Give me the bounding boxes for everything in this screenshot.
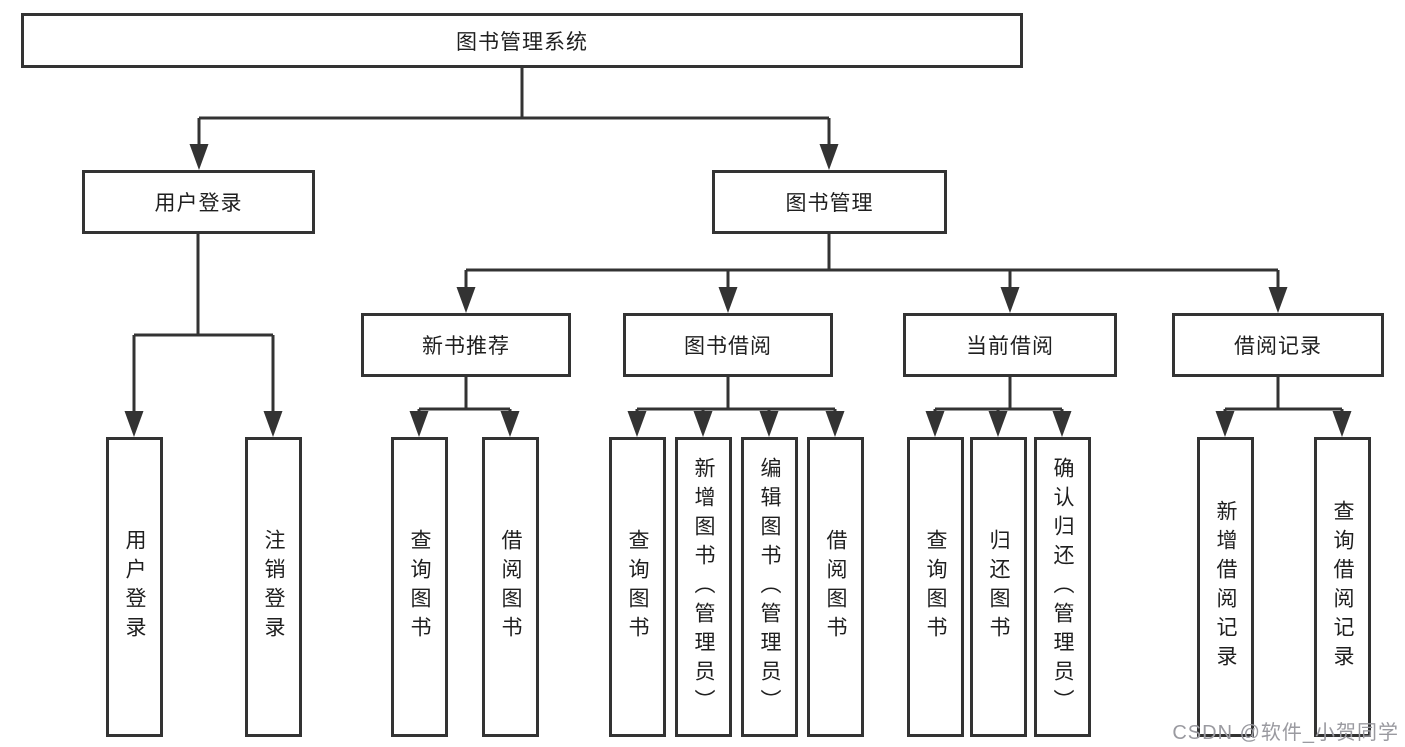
node-label: 查询图书 — [626, 529, 649, 645]
node-label: 新书推荐 — [422, 335, 510, 358]
node-label: 借阅记录 — [1234, 335, 1322, 358]
node-borrow-books-borrowing: 借阅图书 — [807, 437, 864, 737]
node-query-books-current: 查询图书 — [907, 437, 964, 737]
node-label: 借阅图书 — [824, 529, 847, 645]
node-user-login-leaf: 用户登录 — [106, 437, 163, 737]
node-label: 查询图书 — [924, 529, 947, 645]
node-label: 新增图书（管理员） — [692, 456, 715, 718]
node-confirm-return-admin: 确认归还（管理员） — [1034, 437, 1091, 737]
node-label: 查询借阅记录 — [1331, 500, 1354, 674]
node-current-borrowing: 当前借阅 — [903, 313, 1117, 377]
node-query-borrow-record: 查询借阅记录 — [1314, 437, 1371, 737]
node-label: 借阅图书 — [499, 529, 522, 645]
node-label: 用户登录 — [123, 529, 146, 645]
node-label: 当前借阅 — [966, 335, 1054, 358]
csdn-watermark: CSDN @软件_小贺同学 — [1172, 722, 1399, 744]
node-borrowing-records: 借阅记录 — [1172, 313, 1384, 377]
node-label: 注销登录 — [262, 529, 285, 645]
node-return-book: 归还图书 — [970, 437, 1027, 737]
node-label: 新增借阅记录 — [1214, 500, 1237, 674]
node-book-borrowing: 图书借阅 — [623, 313, 833, 377]
node-label: 查询图书 — [408, 529, 431, 645]
node-edit-book-admin: 编辑图书（管理员） — [741, 437, 798, 737]
node-query-books-recommend: 查询图书 — [391, 437, 448, 737]
node-new-book-recommendation: 新书推荐 — [361, 313, 571, 377]
node-label: 图书管理系统 — [456, 30, 588, 54]
node-label: 图书借阅 — [684, 335, 772, 358]
node-label: 归还图书 — [987, 529, 1010, 645]
node-label: 编辑图书（管理员） — [758, 456, 781, 718]
node-borrow-books-recommend: 借阅图书 — [482, 437, 539, 737]
node-add-borrow-record: 新增借阅记录 — [1197, 437, 1254, 737]
node-root: 图书管理系统 — [21, 13, 1023, 68]
node-add-book-admin: 新增图书（管理员） — [675, 437, 732, 737]
node-book-management: 图书管理 — [712, 170, 947, 234]
node-user-login: 用户登录 — [82, 170, 315, 234]
node-label: 图书管理 — [785, 192, 874, 215]
node-logout-leaf: 注销登录 — [245, 437, 302, 737]
node-label: 确认归还（管理员） — [1051, 456, 1074, 718]
node-label: 用户登录 — [154, 192, 243, 215]
node-query-books-borrowing: 查询图书 — [609, 437, 666, 737]
